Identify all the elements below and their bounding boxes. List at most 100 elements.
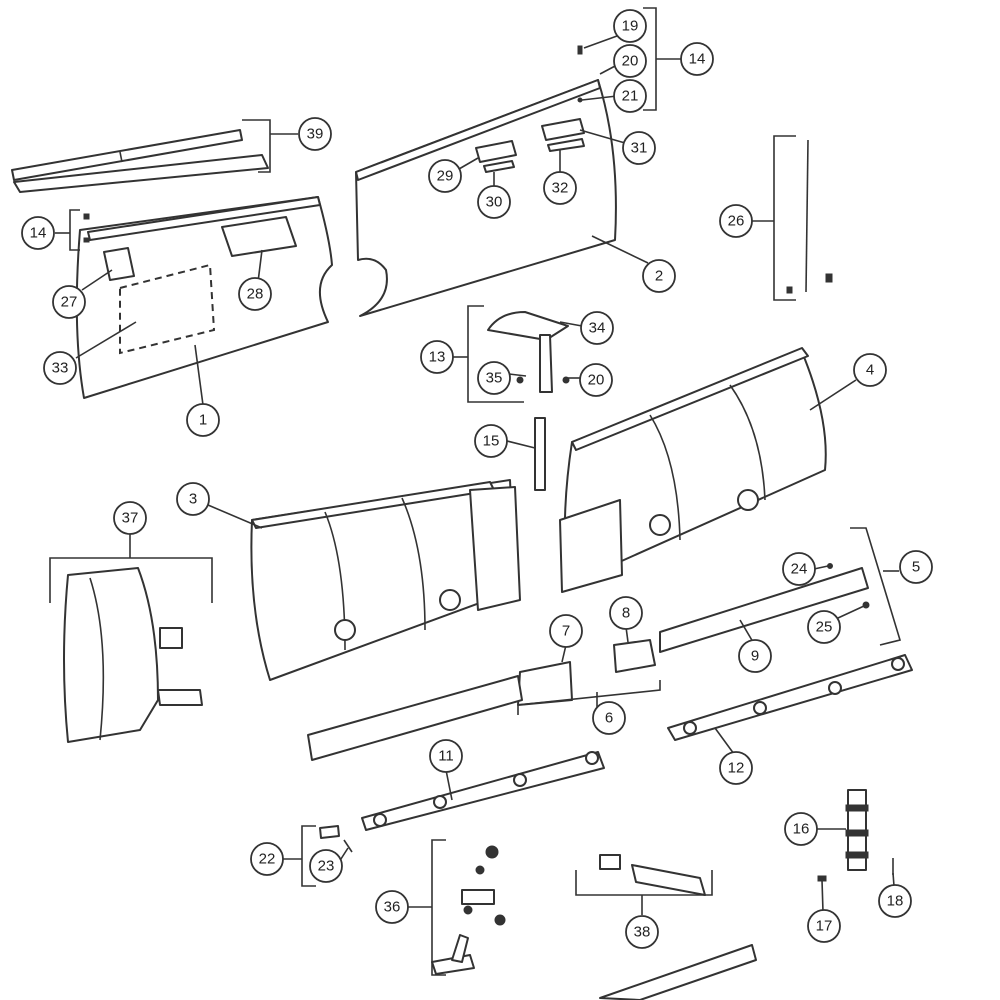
- callout-12: 12: [719, 751, 753, 785]
- callout-29: 29: [428, 159, 462, 193]
- callout-14-left: 14: [21, 216, 55, 250]
- callout-label: 18: [887, 893, 904, 910]
- callout-13: 13: [420, 340, 454, 374]
- callout-label: 33: [52, 360, 69, 377]
- callout-label: 32: [552, 180, 569, 197]
- cutting-edge-bottom: [599, 944, 757, 1000]
- part-37-end-plate: [63, 567, 203, 743]
- callout-16: 16: [784, 812, 818, 846]
- part-21-washer: [577, 97, 583, 103]
- callout-label: 14: [689, 51, 706, 68]
- part-22-bolt-kit: [319, 825, 353, 853]
- brackets: [49, 7, 902, 976]
- callout-37: 37: [113, 501, 147, 535]
- callout-17: 17: [807, 909, 841, 943]
- callout-19: 19: [613, 9, 647, 43]
- part-9-cutting-edge: [659, 563, 870, 653]
- part-3-plow-wing-left: [250, 479, 521, 681]
- callout-label: 7: [562, 623, 570, 640]
- callout-label: 29: [437, 168, 454, 185]
- callout-39: 39: [298, 117, 332, 151]
- part-4-plow-wing-right: [559, 347, 827, 593]
- callout-28: 28: [238, 277, 272, 311]
- callout-label: 25: [816, 619, 833, 636]
- callout-26: 26: [719, 204, 753, 238]
- callout-15: 15: [474, 424, 508, 458]
- callout-label: 38: [634, 924, 651, 941]
- callout-32: 32: [543, 171, 577, 205]
- callout-33: 33: [43, 351, 77, 385]
- callout-6: 6: [592, 701, 626, 735]
- callout-5: 5: [899, 550, 933, 584]
- part-2-moldboard-panel: [355, 45, 617, 317]
- callout-36: 36: [375, 890, 409, 924]
- callout-2: 2: [642, 259, 676, 293]
- callout-18: 18: [878, 884, 912, 918]
- callout-label: 12: [728, 760, 745, 777]
- callout-label: 23: [318, 858, 335, 875]
- callout-11: 11: [429, 739, 463, 773]
- callout-30: 30: [477, 185, 511, 219]
- part-26-rod: [786, 139, 833, 294]
- part-11-shoe-bar: [361, 751, 605, 831]
- callout-label: 19: [622, 18, 639, 35]
- callout-1: 1: [186, 403, 220, 437]
- part-13-assembly: [487, 311, 570, 491]
- callout-label: 30: [486, 194, 503, 211]
- callout-label: 16: [793, 821, 810, 838]
- callout-27: 27: [52, 285, 86, 319]
- part-7-plate: [517, 661, 573, 706]
- callout-label: 15: [483, 433, 500, 450]
- callout-35: 35: [477, 361, 511, 395]
- callout-label: 1: [199, 412, 207, 429]
- callout-label: 36: [384, 899, 401, 916]
- part-24-bolt: [827, 563, 833, 569]
- callout-label: 39: [307, 126, 324, 143]
- callout-label: 6: [605, 710, 613, 727]
- part-36-hardware-kit: [431, 845, 506, 975]
- callout-label: 3: [189, 491, 197, 508]
- callout-label: 21: [622, 88, 639, 105]
- callout-label: 17: [816, 918, 833, 935]
- part-29-decal: [475, 140, 517, 163]
- part-15-pin: [534, 417, 546, 491]
- callout-label: 14: [30, 225, 47, 242]
- callout-31: 31: [622, 131, 656, 165]
- part-1-moldboard-panel: [75, 196, 333, 399]
- part-39-wear-strips: [11, 129, 269, 193]
- callout-label: 13: [429, 349, 446, 366]
- callout-25: 25: [807, 610, 841, 644]
- callout-label: 22: [259, 851, 276, 868]
- callout-label: 24: [791, 561, 808, 578]
- callout-label: 2: [655, 268, 663, 285]
- part-8-plate: [613, 639, 656, 673]
- callout-8: 8: [609, 596, 643, 630]
- part-30-decal: [483, 160, 515, 173]
- callout-38: 38: [625, 915, 659, 949]
- callout-24: 24: [782, 552, 816, 586]
- callout-23: 23: [309, 849, 343, 883]
- callout-label: 4: [866, 362, 874, 379]
- callout-22: 22: [250, 842, 284, 876]
- part-38-bracket-kit: [599, 854, 706, 896]
- callout-20-mid: 20: [579, 363, 613, 397]
- callout-21: 21: [613, 79, 647, 113]
- callout-3: 3: [176, 482, 210, 516]
- part-32-decal: [547, 138, 585, 152]
- callout-20-top: 20: [613, 44, 647, 78]
- callout-label: 35: [486, 370, 503, 387]
- callout-4: 4: [853, 353, 887, 387]
- part-19-bolt: [577, 45, 583, 55]
- callout-label: 37: [122, 510, 139, 527]
- callout-label: 9: [751, 648, 759, 665]
- cutting-edge-left: [307, 675, 523, 761]
- callout-label: 20: [622, 53, 639, 70]
- part-31-decal: [541, 118, 585, 141]
- part-28-decal: [221, 216, 297, 257]
- callout-14-right: 14: [680, 42, 714, 76]
- callout-label: 34: [589, 320, 606, 337]
- callout-label: 31: [631, 140, 648, 157]
- callout-label: 26: [728, 213, 745, 230]
- callout-label: 8: [622, 605, 630, 622]
